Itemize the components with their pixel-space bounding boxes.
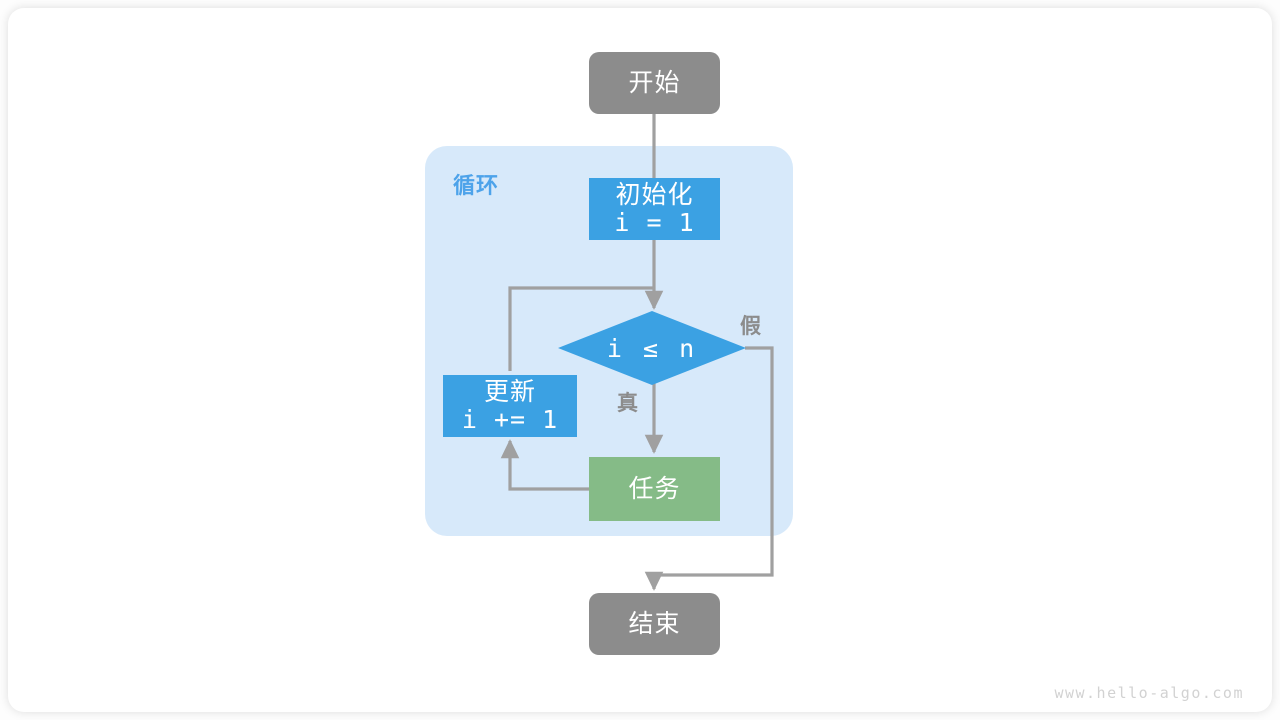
node-task[interactable]: 任务 (589, 457, 720, 521)
node-update[interactable]: 更新 i += 1 (443, 375, 577, 437)
watermark: www.hello-algo.com (1054, 684, 1244, 702)
node-start[interactable]: 开始 (589, 52, 720, 114)
node-start-label: 开始 (628, 69, 681, 97)
node-condition[interactable] (558, 311, 746, 385)
node-task-label: 任务 (628, 475, 681, 503)
node-init-label: 初始化 (615, 181, 694, 209)
node-end-label: 结束 (628, 610, 681, 638)
edge-update-to-condition (508, 286, 654, 371)
edge-label-true: 真 (617, 392, 638, 415)
node-update-code: i += 1 (461, 405, 559, 434)
node-end[interactable]: 结束 (589, 593, 720, 655)
edge-condition-false-to-end (644, 346, 774, 591)
loop-group-label: 循环 (453, 173, 500, 198)
edge-task-to-update (500, 439, 589, 491)
node-init[interactable]: 初始化 i = 1 (589, 178, 720, 240)
node-update-label: 更新 (483, 378, 536, 406)
node-init-code: i = 1 (614, 208, 695, 237)
node-condition-shape (558, 311, 746, 385)
edge-label-false: 假 (740, 315, 761, 338)
